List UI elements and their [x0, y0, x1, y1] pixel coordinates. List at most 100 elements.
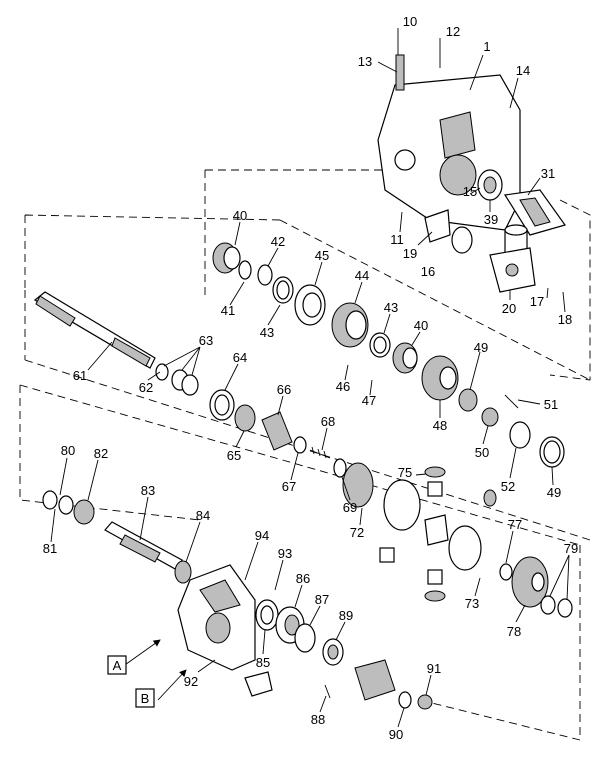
callout-49b: 49 — [547, 485, 561, 500]
callout-94: 94 — [255, 528, 269, 543]
callout-18: 18 — [558, 312, 572, 327]
callout-1: 1 — [483, 39, 490, 54]
washer-75-part — [424, 466, 446, 497]
callout-43b: 43 — [384, 300, 398, 315]
plate-45-part — [294, 284, 326, 326]
callout-14: 14 — [516, 63, 530, 78]
callout-43a: 43 — [260, 325, 274, 340]
carrier-44-part — [331, 302, 369, 348]
callout-51: 51 — [544, 397, 558, 412]
gear-48-part — [421, 355, 459, 401]
box-label-b: B — [135, 688, 155, 708]
gear-78-part — [511, 556, 549, 608]
shaft-61-part — [33, 291, 156, 369]
ring-64-part — [209, 389, 235, 421]
callout-64: 64 — [233, 350, 247, 365]
ring-43b-part — [369, 332, 391, 358]
ring-43a-part — [272, 276, 294, 304]
bolt-88-part — [324, 684, 331, 699]
callout-40b: 40 — [414, 318, 428, 333]
callout-41: 41 — [221, 303, 235, 318]
callout-16: 16 — [421, 264, 435, 279]
leader-lines — [50, 28, 570, 728]
callout-81: 81 — [43, 541, 57, 556]
callout-72: 72 — [350, 525, 364, 540]
callout-labels: 10 12 1 13 14 31 15 39 11 19 16 20 17 18… — [43, 14, 578, 742]
ring-41-part — [238, 260, 252, 280]
assembly-envelope-lower — [19, 384, 581, 741]
callout-68: 68 — [321, 414, 335, 429]
gear-84-part — [174, 560, 192, 584]
callout-79: 79 — [564, 541, 578, 556]
spring-68-part — [309, 446, 331, 459]
callout-15: 15 — [463, 184, 477, 199]
ring-52-part — [509, 421, 531, 449]
ring-67-part — [293, 436, 307, 454]
box-label-a: A — [107, 655, 127, 675]
gear-40-lower-part — [392, 342, 418, 374]
ring-77-part — [499, 563, 513, 581]
washers-80-82-part — [42, 490, 95, 525]
rings-63-part — [155, 363, 199, 396]
ring-69-part — [333, 458, 347, 478]
callout-77: 77 — [508, 517, 522, 532]
callout-92: 92 — [184, 674, 198, 689]
callout-39: 39 — [484, 212, 498, 227]
callout-47: 47 — [362, 393, 376, 408]
callout-50: 50 — [475, 445, 489, 460]
yoke-part — [354, 659, 396, 701]
callout-75: 75 — [398, 465, 412, 480]
shaft-83-part — [104, 521, 183, 571]
callout-88: 88 — [311, 712, 325, 727]
output-shaft-part — [504, 189, 566, 236]
callout-65: 65 — [227, 448, 241, 463]
callout-20: 20 — [502, 301, 516, 316]
callout-17: 17 — [530, 294, 544, 309]
callout-44: 44 — [355, 268, 369, 283]
bushings-79-part — [540, 595, 573, 618]
callout-69: 69 — [343, 500, 357, 515]
assembly-envelope-middle — [24, 214, 591, 541]
callout-83: 83 — [141, 483, 155, 498]
box-label-arrows — [121, 639, 187, 701]
nut-90-91-part — [398, 691, 433, 710]
pinion-part — [379, 489, 497, 602]
ring-42-part — [257, 264, 273, 286]
svg-text:A: A — [113, 658, 122, 673]
callout-52: 52 — [501, 479, 515, 494]
callout-62: 62 — [139, 380, 153, 395]
gear-49-upper-part — [458, 388, 478, 412]
callout-73: 73 — [465, 596, 479, 611]
callout-78: 78 — [507, 624, 521, 639]
callout-85: 85 — [256, 655, 270, 670]
callout-40a: 40 — [233, 208, 247, 223]
callout-48: 48 — [433, 418, 447, 433]
callout-11: 11 — [390, 232, 404, 247]
bearing-39-part — [477, 169, 503, 201]
clutch-66-part — [261, 411, 293, 451]
svg-text:B: B — [141, 691, 150, 706]
ring-85-part — [255, 599, 279, 631]
sensor-part — [244, 671, 273, 697]
pump-part — [489, 224, 536, 293]
bearing-50-part — [481, 407, 499, 427]
plate-part — [424, 209, 473, 254]
gear-65-part — [234, 404, 256, 432]
callout-66: 66 — [277, 382, 291, 397]
callout-12: 12 — [446, 24, 460, 39]
ring-87-part — [294, 623, 316, 653]
callout-42: 42 — [271, 234, 285, 249]
callout-49a: 49 — [474, 340, 488, 355]
pin-51-part — [504, 394, 519, 409]
callout-45: 45 — [315, 248, 329, 263]
callout-67: 67 — [282, 479, 296, 494]
callout-61: 61 — [73, 368, 87, 383]
callout-13: 13 — [358, 54, 372, 69]
callout-89: 89 — [339, 608, 353, 623]
callout-82: 82 — [94, 446, 108, 461]
seal-49-lower-part — [539, 436, 565, 468]
callout-63: 63 — [199, 333, 213, 348]
callout-19: 19 — [403, 246, 417, 261]
callout-84: 84 — [196, 508, 210, 523]
